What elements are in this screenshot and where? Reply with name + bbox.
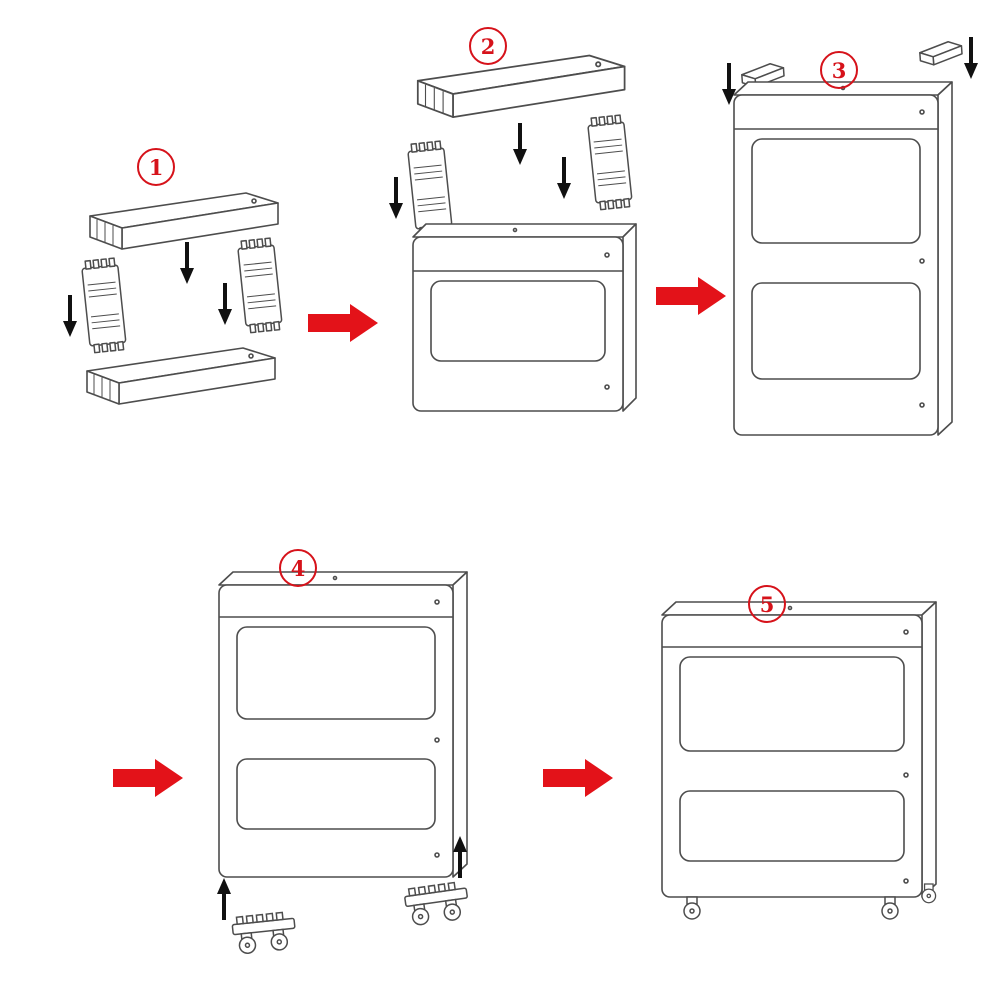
caster-wheel-part: [230, 910, 298, 956]
down-arrow-icon: [557, 157, 571, 199]
down-arrow-icon: [964, 37, 978, 79]
step-5: 5: [650, 585, 950, 945]
step-1: 1: [55, 140, 295, 440]
caster-wheel-part: [881, 896, 899, 920]
finished-rolling-cart: [661, 601, 937, 898]
step-2-illustration: [389, 54, 637, 412]
step-3-badge: 3: [820, 51, 858, 89]
down-arrow-icon: [180, 242, 194, 284]
caster-wheel-part: [402, 880, 471, 928]
step-3-illustration: [722, 37, 978, 436]
step-5-illustration: [661, 601, 937, 920]
caster-wheel-part: [921, 883, 937, 904]
step-1-badge: 1: [137, 148, 175, 186]
assembled-rack-two-tier: [733, 81, 953, 436]
down-arrow-icon: [722, 63, 736, 105]
down-arrow-icon: [218, 283, 232, 325]
assembled-frame-one-tier: [412, 223, 637, 412]
down-arrow-icon: [513, 123, 527, 165]
step-4-badge: 4: [279, 549, 317, 587]
bottom-shelf-part: [86, 347, 276, 405]
assembled-rack-two-tier: [218, 571, 468, 878]
flow-arrow-right-icon: [113, 759, 183, 797]
step-2: 2: [385, 25, 650, 435]
down-arrow-icon: [63, 295, 77, 337]
connector-panel-part: [236, 237, 284, 334]
connector-panel-part: [406, 140, 454, 237]
top-shelf-part: [416, 54, 626, 118]
connector-panel-part: [80, 257, 128, 354]
step-1-illustration: [63, 192, 284, 405]
step-2-badge: 2: [469, 27, 507, 65]
step-4: 4: [195, 545, 485, 965]
up-arrow-icon: [217, 878, 231, 920]
connector-panel-part: [586, 114, 634, 211]
cap-part: [918, 40, 964, 67]
step-3: 3: [718, 35, 1000, 445]
flow-arrow-right-icon: [308, 304, 378, 342]
flow-arrow-right-icon: [543, 759, 613, 797]
step-5-badge: 5: [748, 585, 786, 623]
down-arrow-icon: [389, 177, 403, 219]
caster-wheel-part: [683, 896, 701, 920]
step-4-illustration: [217, 571, 471, 956]
